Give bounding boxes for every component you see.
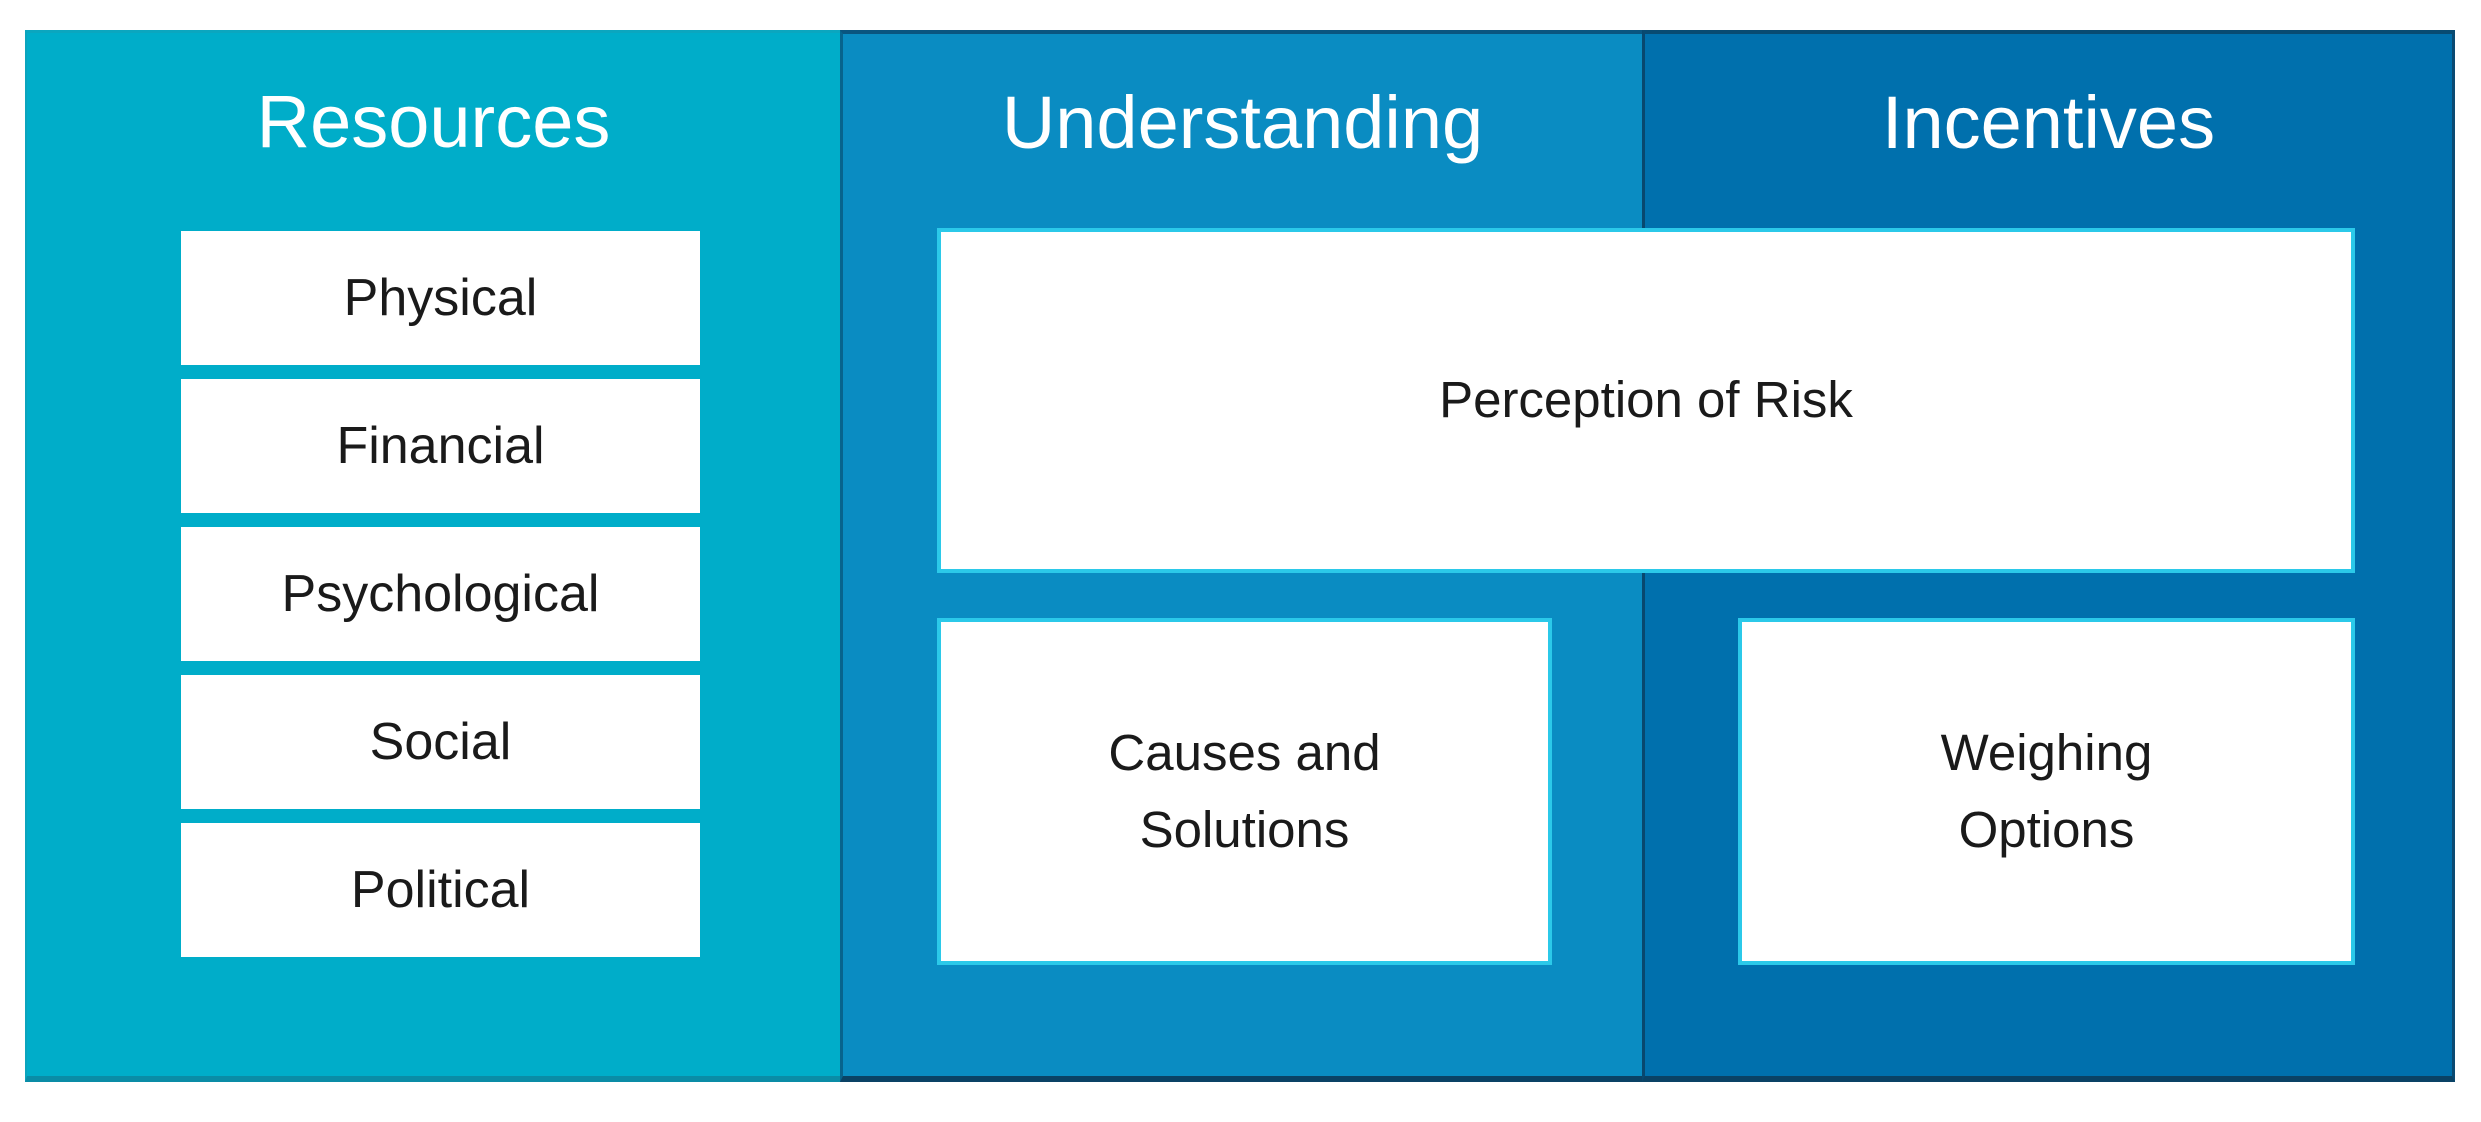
column-resources: Resources Physical Financial Psychologic… bbox=[25, 30, 840, 1082]
perception-of-risk-label: Perception of Risk bbox=[1439, 371, 1853, 429]
weighing-options-box: Weighing Options bbox=[1738, 618, 2355, 965]
resource-item-political: Political bbox=[181, 823, 700, 957]
weighing-options-label: Weighing Options bbox=[1940, 724, 2153, 858]
resource-item-physical: Physical bbox=[181, 231, 700, 365]
column-title-resources: Resources bbox=[256, 80, 611, 163]
resource-item-financial: Financial bbox=[181, 379, 700, 513]
resource-item-psychological: Psychological bbox=[181, 527, 700, 661]
resource-item-social: Social bbox=[181, 675, 700, 809]
column-title-incentives: Incentives bbox=[1881, 81, 2216, 164]
causes-and-solutions-box: Causes and Solutions bbox=[937, 618, 1552, 965]
causes-and-solutions-label: Causes and Solutions bbox=[1108, 724, 1381, 858]
perception-of-risk-box: Perception of Risk bbox=[937, 228, 2355, 573]
column-title-understanding: Understanding bbox=[1001, 81, 1484, 164]
